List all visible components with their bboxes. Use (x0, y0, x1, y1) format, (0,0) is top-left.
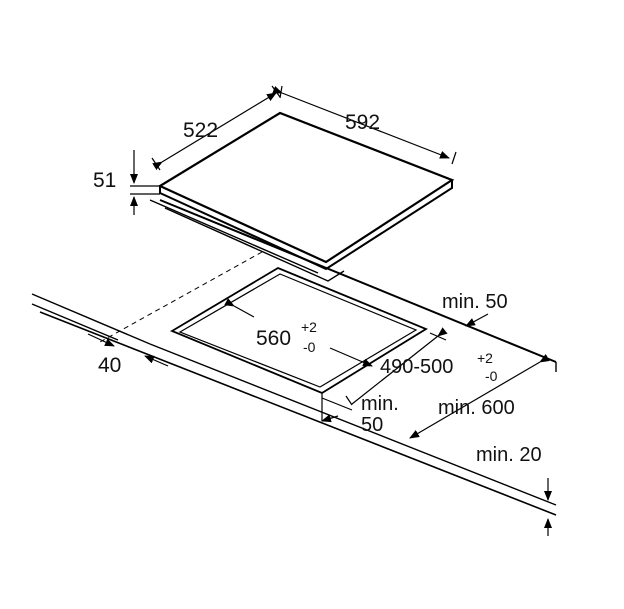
countertop-front-bottom (39, 311, 557, 516)
countertop-left-top (31, 293, 151, 345)
cooktop-base-lip (149, 199, 319, 274)
label-490-500-minus: -0 (485, 368, 498, 384)
label-min-600: min. 600 (438, 397, 515, 419)
dimension-560 (224, 298, 373, 367)
dimension-40 (87, 333, 169, 367)
dimension-min-600 (409, 354, 550, 439)
label-560: 560 (256, 327, 292, 350)
label-51: 51 (93, 169, 117, 192)
cutout-outer (169, 266, 428, 395)
cutout-inner (178, 273, 418, 388)
label-min-20: min. 20 (476, 444, 542, 466)
label-min-50-front-b: 50 (361, 414, 384, 436)
countertop-left-bottom (31, 303, 119, 341)
cooktop-base-lip-2 (164, 207, 345, 282)
cooktop-side-edge (159, 180, 453, 271)
cutout (169, 266, 428, 395)
countertop-back-edge (159, 199, 557, 363)
projection-lines (99, 251, 263, 343)
label-min-50-back: min. 50 (442, 291, 508, 313)
label-490-500: 490-500 (380, 356, 454, 378)
label-522: 522 (183, 119, 219, 142)
label-min-50-front-a: min. (361, 393, 399, 415)
dimension-min-50-front (321, 393, 353, 423)
label-40: 40 (98, 354, 122, 377)
label-560-plus: +2 (301, 319, 317, 335)
dimension-min-50-back (465, 313, 489, 327)
label-490-500-plus: +2 (477, 350, 493, 366)
countertop (31, 199, 557, 516)
dimension-51 (130, 150, 160, 215)
label-592: 592 (345, 111, 381, 134)
countertop-front-top (149, 343, 557, 506)
label-560-minus: -0 (303, 339, 316, 355)
dimension-592 (272, 85, 457, 165)
dimension-490-500 (321, 327, 448, 411)
